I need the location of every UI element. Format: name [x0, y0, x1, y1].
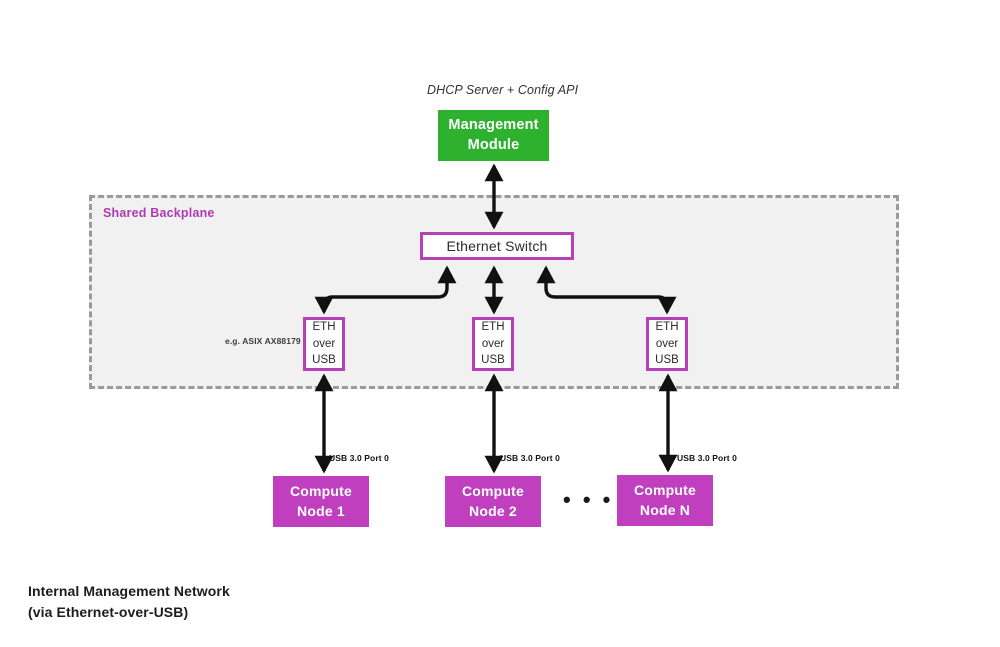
ethernet-switch-box[interactable]: Ethernet Switch: [420, 232, 574, 260]
eth-over-usb-2-line1: ETH: [481, 321, 505, 333]
ethernet-switch-label: Ethernet Switch: [446, 238, 548, 254]
asix-chip-note: e.g. ASIX AX88179: [225, 336, 301, 346]
usb-port-label-2: USB 3.0 Port 0: [500, 453, 560, 463]
management-module-box[interactable]: Management Module: [438, 110, 549, 161]
compute-node-1-line2: Node 1: [297, 502, 345, 519]
compute-node-2-line1: Compute: [461, 483, 525, 500]
management-module-line2: Module: [467, 136, 520, 153]
compute-node-1-box[interactable]: Compute Node 1: [273, 476, 369, 527]
compute-node-1-line1: Compute: [289, 483, 353, 500]
diagram-caption-line1: Internal Management Network: [28, 583, 230, 599]
shared-backplane-label: Shared Backplane: [103, 206, 215, 220]
usb-port-label-1: USB 3.0 Port 0: [329, 453, 389, 463]
diagram-caption-line2: (via Ethernet-over-USB): [28, 604, 189, 621]
eth-over-usb-2-line2: over: [481, 337, 505, 350]
diagram-caption: Internal Management Network (via Etherne…: [28, 581, 230, 624]
compute-node-n-line1: Compute: [633, 482, 697, 499]
eth-over-usb-3-line2: over: [655, 337, 679, 350]
compute-node-2-line2: Node 2: [469, 502, 517, 519]
eth-over-usb-1-line1: ETH: [312, 321, 336, 333]
compute-node-n-box[interactable]: Compute Node N: [617, 475, 713, 526]
eth-over-usb-box-3[interactable]: ETH over USB: [646, 317, 688, 371]
eth-over-usb-1-line2: over: [312, 337, 336, 350]
nodes-ellipsis: • • •: [563, 487, 614, 512]
usb-port-label-3: USB 3.0 Port 0: [677, 453, 737, 463]
compute-node-2-box[interactable]: Compute Node 2: [445, 476, 541, 527]
compute-node-n-line2: Node N: [639, 501, 691, 518]
dhcp-config-api-label: DHCP Server + Config API: [427, 83, 579, 97]
eth-over-usb-3-line1: ETH: [655, 321, 679, 333]
eth-over-usb-3-line3: USB: [655, 354, 679, 367]
management-module-line1: Management: [448, 117, 539, 134]
eth-over-usb-1-line3: USB: [312, 354, 336, 367]
eth-over-usb-box-1[interactable]: ETH over USB: [303, 317, 345, 371]
eth-over-usb-box-2[interactable]: ETH over USB: [472, 317, 514, 371]
eth-over-usb-2-line3: USB: [481, 354, 505, 367]
